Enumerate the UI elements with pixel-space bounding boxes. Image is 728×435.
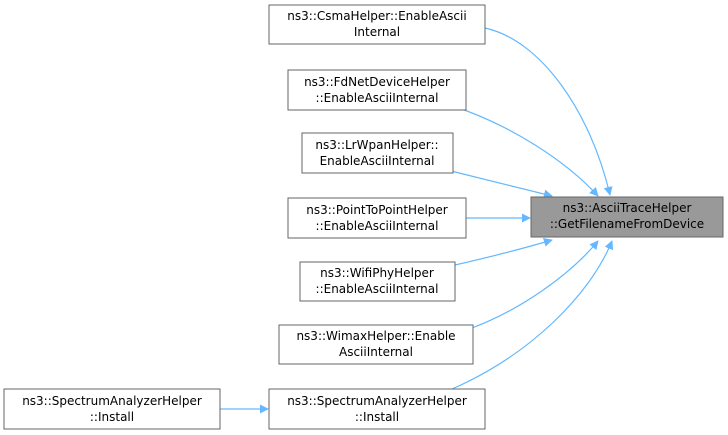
- node-fdnet[interactable]: ns3::FdNetDeviceHelper ::EnableAsciiInte…: [287, 69, 467, 111]
- node-csma-line-1: ns3::CsmaHelper::EnableAscii: [287, 9, 466, 23]
- node-fdnet-line-1: ns3::FdNetDeviceHelper: [304, 75, 450, 89]
- node-lrwpan-line-1: ns3::LrWpanHelper::: [315, 138, 438, 152]
- edge-csma-to-target: [484, 27, 613, 196]
- edge-sa-install-to-target: [451, 240, 614, 390]
- node-lrwpan-line-2: EnableAsciiInternal: [320, 154, 435, 168]
- node-p2p[interactable]: ns3::PointToPointHelper ::EnableAsciiInt…: [287, 197, 467, 239]
- edge-wimax-to-target: [471, 240, 599, 329]
- node-sa-install-2[interactable]: ns3::SpectrumAnalyzerHelper ::Install: [3, 388, 221, 430]
- edge-fdnet-to-target: [452, 105, 599, 197]
- node-fdnet-line-2: ::EnableAsciiInternal: [316, 91, 439, 105]
- node-wifi-line-2: ::EnableAsciiInternal: [316, 282, 439, 296]
- node-sa-install-2-line-2: ::Install: [90, 410, 134, 424]
- node-p2p-line-1: ns3::PointToPointHelper: [306, 203, 448, 217]
- node-target[interactable]: ns3::AsciiTraceHelper ::GetFilenameFromD…: [530, 196, 724, 238]
- node-sa-install-line-1: ns3::SpectrumAnalyzerHelper: [287, 394, 467, 408]
- node-lrwpan[interactable]: ns3::LrWpanHelper:: EnableAsciiInternal: [301, 132, 454, 174]
- node-wifi-line-1: ns3::WifiPhyHelper: [320, 266, 434, 280]
- node-wimax-line-2: AsciiInternal: [339, 345, 413, 359]
- node-target-line-1: ns3::AsciiTraceHelper: [563, 201, 692, 215]
- node-csma[interactable]: ns3::CsmaHelper::EnableAscii Internal: [268, 4, 486, 45]
- node-p2p-line-2: ::EnableAsciiInternal: [316, 219, 439, 233]
- edge-wifi-to-target: [454, 237, 553, 266]
- node-sa-install-line-2: ::Install: [355, 410, 399, 424]
- node-sa-install[interactable]: ns3::SpectrumAnalyzerHelper ::Install: [268, 388, 486, 430]
- node-csma-line-2: Internal: [354, 25, 400, 39]
- node-wimax[interactable]: ns3::WimaxHelper::Enable AsciiInternal: [278, 324, 474, 365]
- node-sa-install-2-line-1: ns3::SpectrumAnalyzerHelper: [22, 394, 202, 408]
- node-wimax-line-1: ns3::WimaxHelper::Enable: [296, 329, 455, 343]
- node-target-line-2: ::GetFilenameFromDevice: [550, 217, 704, 231]
- node-wifi[interactable]: ns3::WifiPhyHelper ::EnableAsciiInternal: [299, 261, 456, 302]
- edge-lrwpan-to-target: [438, 167, 553, 199]
